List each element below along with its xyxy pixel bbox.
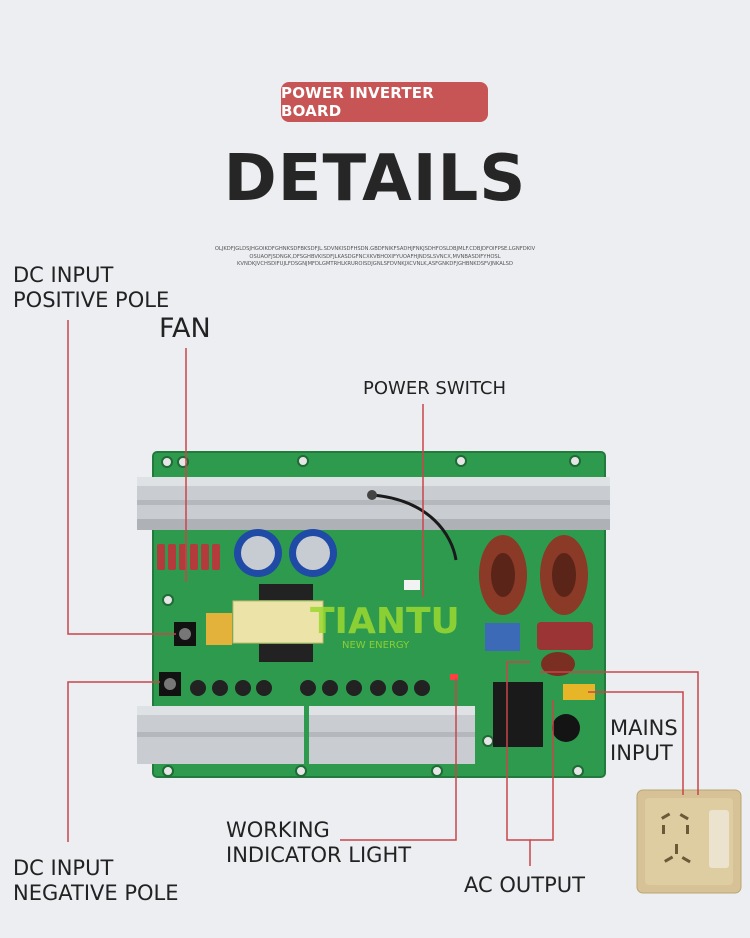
- label-dc-negative-line2: NEGATIVE POLE: [13, 881, 179, 905]
- category-badge: POWER INVERTER BOARD: [281, 82, 488, 122]
- callout-mains-1: [588, 691, 684, 795]
- small-inductor: [541, 652, 575, 676]
- label-fan: FAN: [159, 313, 211, 344]
- small-capacitors: [190, 680, 430, 696]
- label-dc-positive-line2: POSITIVE POLE: [13, 288, 170, 312]
- label-ac-output: AC OUTPUT: [464, 873, 585, 897]
- dc-terminals: [159, 622, 196, 696]
- wall-socket-image: [636, 789, 742, 894]
- board-logo-brand: TIANTU: [310, 601, 460, 642]
- toroidal-inductors: [479, 535, 588, 615]
- film-capacitor: [485, 623, 520, 651]
- fine-print-line: OSUAOFJSDNGK,DFSGHBVKISDFJLKASDGFNCXKVBH…: [249, 253, 501, 260]
- callout-ac-output: [506, 661, 531, 866]
- label-mains-line2: INPUT: [610, 741, 673, 765]
- switch-cable: [371, 493, 458, 561]
- top-heatsink: [137, 477, 610, 530]
- callout-mains-2: [540, 671, 699, 795]
- label-working-line1: WORKING: [226, 818, 330, 842]
- label-dc-positive-line1: DC INPUT: [13, 263, 114, 287]
- callout-lines: [67, 320, 699, 866]
- cable-connector: [367, 490, 377, 500]
- callout-ac-output-2: [530, 700, 554, 841]
- label-dc-negative-line1: DC INPUT: [13, 856, 114, 880]
- fan-header: [404, 580, 420, 590]
- bottom-heatsink: [137, 706, 475, 764]
- label-mains-input: MAINS INPUT: [610, 716, 678, 766]
- power-resistors: [157, 544, 220, 570]
- board-logo-sub: NEW ENERGY: [342, 640, 410, 651]
- label-working-indicator: WORKING INDICATOR LIGHT: [226, 818, 411, 868]
- label-power-switch: POWER SWITCH: [363, 378, 506, 399]
- label-working-line2: INDICATOR LIGHT: [226, 843, 412, 867]
- mounting-holes: [161, 455, 584, 777]
- fine-print: OLJKDFJGLDSJHGOIKDFGHNKSDFBKSDFJL.SDVNKI…: [160, 246, 590, 269]
- x-capacitor: [537, 622, 593, 650]
- indicator-led: [450, 674, 458, 680]
- transformer: [206, 584, 324, 662]
- callout-working-light: [340, 678, 457, 841]
- fine-print-line: KVNDKJVCHSDIFUJLFDSGNJMFDLGMTRHLKRUROISD…: [237, 261, 513, 267]
- fine-print-line: OLJKDFJGLDSJHGOIKDFGHNKSDFBKSDFJL.SDVNKI…: [214, 246, 536, 252]
- label-mains-line1: MAINS: [610, 716, 678, 740]
- callout-dc-negative: [67, 681, 160, 842]
- callout-dc-positive: [67, 320, 176, 635]
- label-dc-positive: DC INPUT POSITIVE POLE: [13, 263, 169, 313]
- label-dc-negative: DC INPUT NEGATIVE POLE: [13, 856, 178, 906]
- buzzer: [552, 714, 580, 742]
- ac-terminal: [563, 684, 595, 700]
- page-title: DETAILS: [223, 142, 527, 216]
- relay: [493, 682, 543, 747]
- electrolytic-capacitors: [234, 529, 337, 577]
